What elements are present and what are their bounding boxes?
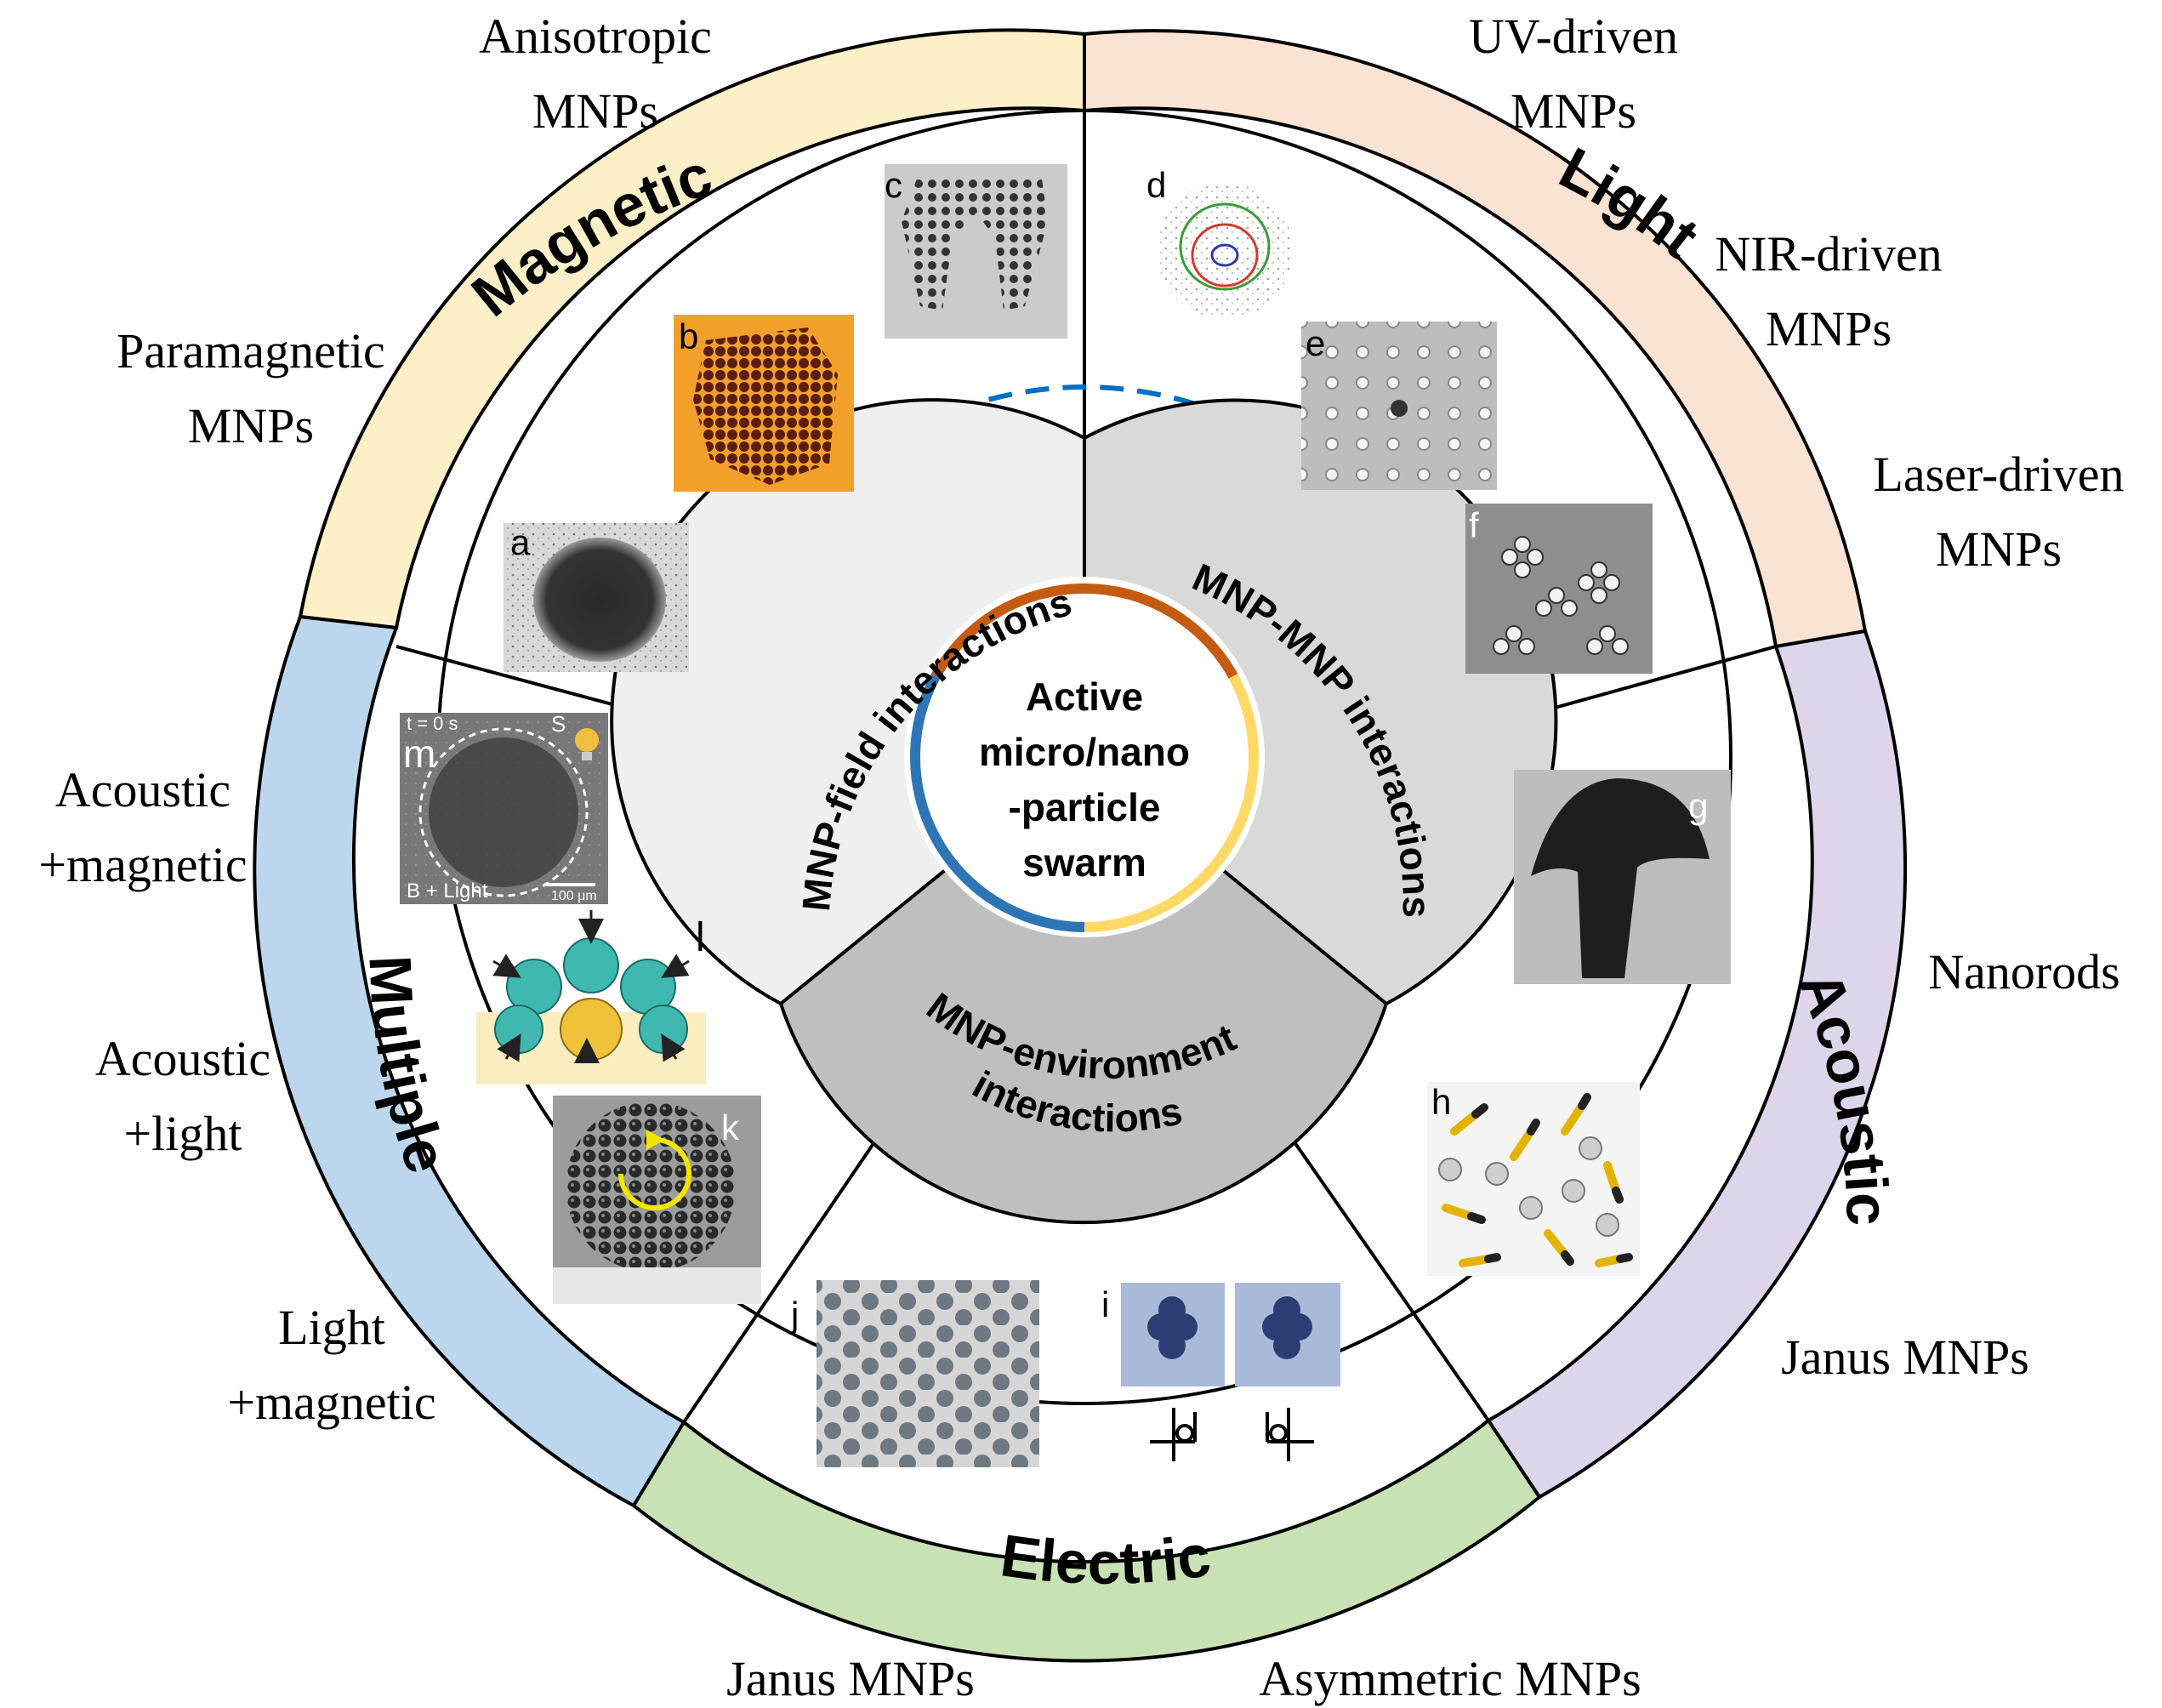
- label-acoustic-light-2: +light: [123, 1106, 242, 1161]
- label-nir-1: NIR-driven: [1715, 226, 1942, 282]
- panel-m: t = 0 s S B + Light 100 μm m: [400, 711, 608, 904]
- center-line-3: -particle: [1009, 785, 1161, 829]
- panel-a: a: [504, 522, 689, 672]
- label-light-magnetic-2: +magnetic: [227, 1375, 435, 1430]
- label-nir-2: MNPs: [1766, 301, 1892, 356]
- arc-mnp: [1084, 674, 1259, 932]
- panel-d: d: [1144, 164, 1323, 328]
- label-light-magnetic-1: Light: [278, 1300, 385, 1355]
- arc-field: [930, 583, 1238, 679]
- label-uv-2: MNPs: [1511, 83, 1636, 139]
- panel-letter-l: l: [696, 915, 705, 960]
- panel-letter-k: k: [721, 1107, 740, 1147]
- panel-f: f: [1465, 504, 1653, 674]
- label-janus-acoustic: Janus MNPs: [1781, 1329, 2029, 1385]
- panel-h: h: [1427, 1082, 1640, 1276]
- center-title: Active micro/nano -particle swarm: [979, 675, 1190, 885]
- panel-m-condition: B + Light: [407, 880, 488, 902]
- label-paramagnetic-2: MNPs: [188, 398, 314, 453]
- panel-k: k: [553, 1096, 761, 1304]
- panel-j: j: [789, 1280, 1039, 1467]
- label-laser-2: MNPs: [1936, 521, 2062, 577]
- label-laser-1: Laser-driven: [1873, 447, 2124, 502]
- panel-letter-i: i: [1101, 1284, 1109, 1324]
- label-acoustic-light-1: Acoustic: [95, 1031, 270, 1086]
- label-paramagnetic-1: Paramagnetic: [117, 323, 385, 379]
- arc-env: [910, 674, 1085, 932]
- center-disk: [904, 577, 1265, 937]
- label-acoustic-magnetic-2: +magnetic: [38, 837, 247, 892]
- panel-letter-f: f: [1469, 505, 1479, 545]
- panel-l: l: [476, 910, 706, 1085]
- outer-ring: [253, 28, 1908, 1663]
- center-line-1: Active: [1026, 675, 1143, 719]
- center-line-4: swarm: [1022, 840, 1146, 885]
- outer-labels: Anisotropic MNPs Paramagnetic MNPs UV-dr…: [38, 9, 2124, 1706]
- label-anisotropic-1: Anisotropic: [479, 9, 712, 64]
- panel-i: i: [1101, 1283, 1340, 1461]
- label-anisotropic-2: MNPs: [532, 83, 658, 139]
- panel-letter-b: b: [679, 316, 698, 356]
- segment-multiple: [253, 614, 686, 1508]
- label-asymmetric: Asymmetric MNPs: [1259, 1651, 1641, 1706]
- panel-g: g: [1514, 770, 1731, 984]
- panel-c: c: [885, 164, 1067, 339]
- panel-b: b: [674, 315, 854, 492]
- segment-label-electric: Electric: [997, 1522, 1215, 1597]
- label-nanorods: Nanorods: [1928, 944, 2120, 999]
- panel-letter-j: j: [789, 1295, 799, 1335]
- label-uv-1: UV-driven: [1469, 9, 1678, 64]
- panel-letter-h: h: [1431, 1082, 1451, 1122]
- panel-m-time: t = 0 s: [407, 713, 458, 734]
- panel-m-s0: S: [551, 711, 566, 737]
- spoke-acoustic-electric: [1291, 1138, 1490, 1422]
- panel-e: e: [1301, 322, 1497, 490]
- panel-letter-e: e: [1306, 323, 1325, 363]
- panel-letter-c: c: [885, 165, 902, 205]
- panel-letter-d: d: [1146, 165, 1166, 205]
- sector-environment-interactions: [778, 754, 1389, 1225]
- panel-letter-m: m: [403, 732, 435, 776]
- label-acoustic-magnetic-1: Acoustic: [55, 762, 230, 817]
- panel-letter-g: g: [1688, 786, 1708, 826]
- center-line-2: micro/nano: [979, 730, 1190, 774]
- spoke-electric-multiple: [682, 1138, 878, 1424]
- panel-m-scale: 100 μm: [551, 889, 597, 903]
- panel-letter-a: a: [510, 522, 531, 562]
- label-janus-electric: Janus MNPs: [726, 1651, 975, 1706]
